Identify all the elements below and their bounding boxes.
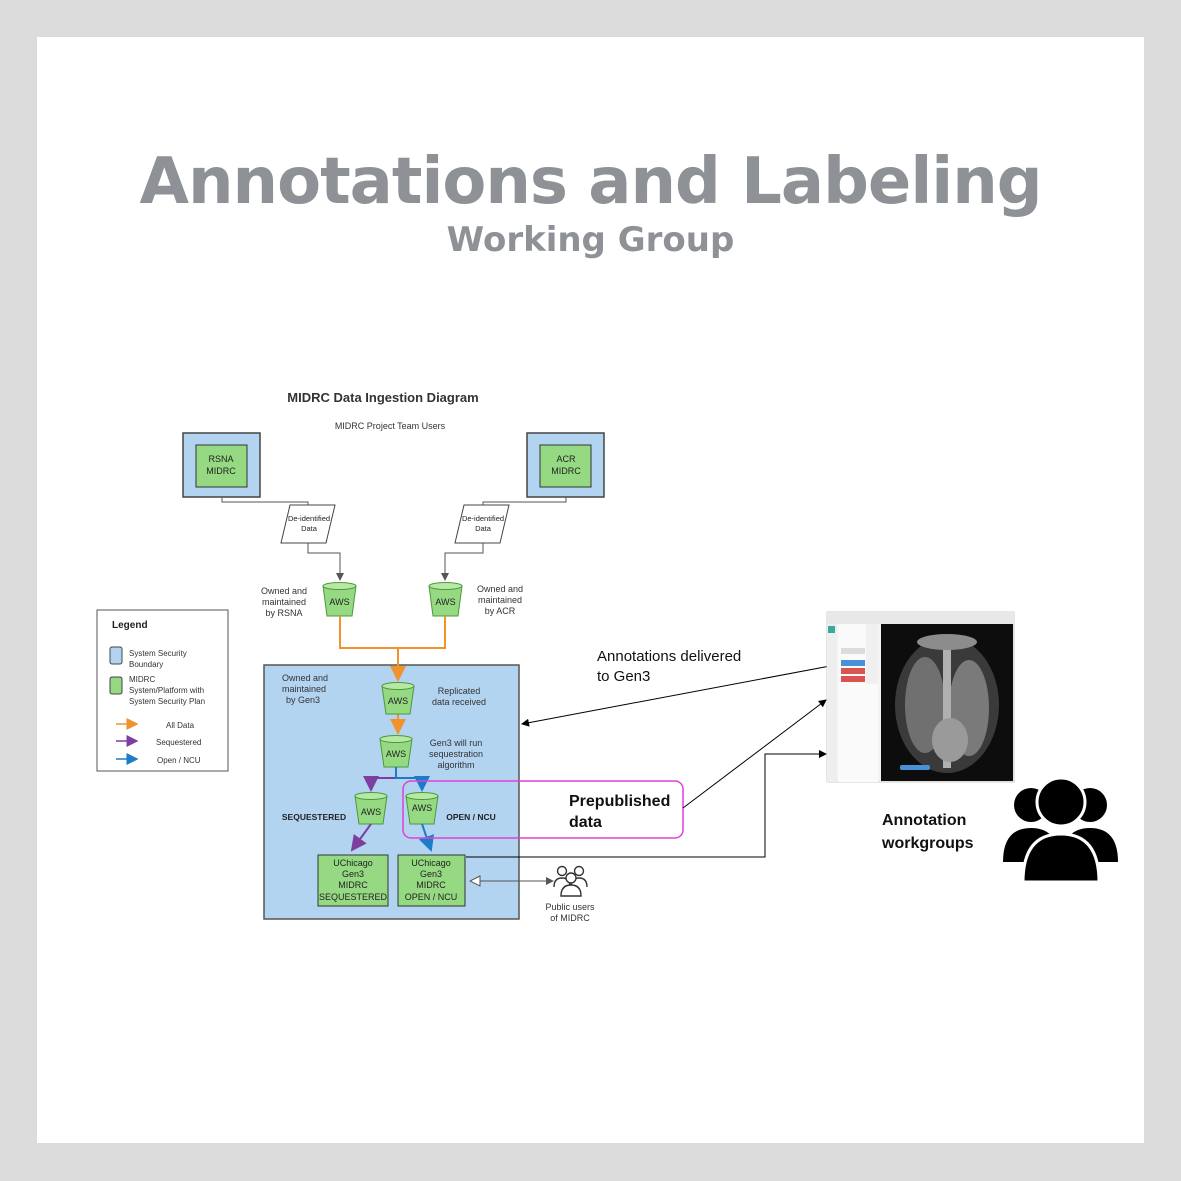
annotation-tool-screenshot — [826, 611, 1015, 783]
svg-text:OPEN / NCU: OPEN / NCU — [405, 892, 458, 902]
svg-text:workgroups: workgroups — [881, 835, 974, 852]
owned-by-gen3-label: Owned and maintained by Gen3 — [282, 673, 328, 705]
svg-text:Owned and: Owned and — [477, 584, 523, 594]
svg-text:AWS: AWS — [388, 696, 408, 706]
svg-text:AWS: AWS — [412, 803, 432, 813]
svg-text:Owned and: Owned and — [282, 673, 328, 683]
owned-by-rsna-label: Owned and maintained by RSNA — [261, 586, 307, 618]
aws-bucket-sequestered: AWS — [354, 792, 388, 825]
svg-text:De-identified: De-identified — [462, 514, 504, 523]
svg-text:System/Platform with: System/Platform with — [129, 686, 204, 695]
replicated-label: Replicated data received — [432, 686, 486, 707]
svg-text:UChicago: UChicago — [333, 858, 373, 868]
svg-text:MIDRC: MIDRC — [338, 880, 368, 890]
svg-text:Open / NCU: Open / NCU — [157, 756, 201, 765]
annotations-delivered-label: Annotations delivered to Gen3 — [597, 648, 741, 685]
open-ncu-label: OPEN / NCU — [446, 812, 496, 822]
svg-text:All Data: All Data — [166, 721, 195, 730]
svg-text:AWS: AWS — [329, 597, 349, 607]
sequestered-label: SEQUESTERED — [282, 812, 346, 822]
public-users-label: Public users of MIDRC — [545, 902, 595, 923]
uchicago-sequestered-box: UChicago Gen3 MIDRC SEQUESTERED — [317, 854, 389, 907]
svg-text:by ACR: by ACR — [485, 606, 516, 616]
prepublished-highlight — [402, 780, 684, 839]
aws-bucket-acr: AWS — [428, 582, 463, 617]
diagram-title: MIDRC Data Ingestion Diagram — [287, 390, 478, 405]
acr-system: ACR MIDRC — [526, 432, 605, 498]
uchicago-open-box: UChicago Gen3 MIDRC OPEN / NCU — [397, 854, 466, 907]
users-label: MIDRC Project Team Users — [335, 421, 446, 431]
prepublished-label: Prepublished data — [569, 793, 670, 831]
svg-text:MIDRC: MIDRC — [416, 880, 446, 890]
svg-text:Annotation: Annotation — [882, 812, 966, 829]
page-title: Annotations and Labeling — [139, 145, 1042, 219]
svg-text:SEQUESTERED: SEQUESTERED — [319, 892, 388, 902]
svg-text:data: data — [569, 814, 602, 831]
svg-text:Gen3 will run: Gen3 will run — [430, 738, 483, 748]
annotation-workgroups-label: Annotation workgroups — [881, 812, 974, 852]
aws-bucket-replicated: AWS — [381, 682, 415, 715]
svg-text:Prepublished: Prepublished — [569, 793, 670, 810]
svg-text:Gen3: Gen3 — [342, 869, 364, 879]
svg-text:by RSNA: by RSNA — [265, 608, 302, 618]
svg-text:UChicago: UChicago — [411, 858, 451, 868]
svg-text:Annotations delivered: Annotations delivered — [597, 648, 741, 665]
aws-bucket-open: AWS — [405, 792, 439, 825]
svg-text:Owned and: Owned and — [261, 586, 307, 596]
svg-text:maintained: maintained — [282, 684, 326, 694]
svg-text:Public users: Public users — [545, 902, 595, 912]
svg-text:De-identified: De-identified — [288, 514, 330, 523]
acr-label-2: MIDRC — [551, 466, 581, 476]
svg-text:to Gen3: to Gen3 — [597, 668, 650, 685]
svg-text:Boundary: Boundary — [129, 660, 163, 669]
svg-text:MIDRC: MIDRC — [129, 675, 155, 684]
svg-text:AWS: AWS — [386, 749, 406, 759]
rsna-label-2: MIDRC — [206, 466, 236, 476]
svg-text:sequestration: sequestration — [429, 749, 483, 759]
owned-by-acr-label: Owned and maintained by ACR — [477, 584, 523, 616]
svg-text:Data: Data — [475, 524, 492, 533]
svg-text:of MIDRC: of MIDRC — [550, 913, 590, 923]
svg-text:by Gen3: by Gen3 — [286, 695, 320, 705]
people-group-icon — [1003, 776, 1118, 884]
svg-text:Sequestered: Sequestered — [156, 738, 201, 747]
svg-text:maintained: maintained — [478, 595, 522, 605]
legend: Legend System Security Boundary MIDRC Sy… — [96, 609, 229, 772]
svg-text:AWS: AWS — [361, 807, 381, 817]
svg-text:data received: data received — [432, 697, 486, 707]
svg-text:AWS: AWS — [435, 597, 455, 607]
svg-text:Gen3: Gen3 — [420, 869, 442, 879]
aws-bucket-sequestration: AWS — [379, 735, 413, 768]
legend-title: Legend — [112, 620, 148, 631]
acr-label: ACR — [556, 454, 576, 464]
deid-data-rsna: De-identified Data — [280, 504, 336, 544]
svg-text:System Security: System Security — [129, 649, 187, 658]
deid-data-acr: De-identified Data — [454, 504, 510, 544]
rsna-label: RSNA — [208, 454, 233, 464]
aws-bucket-rsna: AWS — [322, 582, 357, 617]
page-subtitle: Working Group — [446, 220, 735, 260]
svg-text:algorithm: algorithm — [437, 760, 474, 770]
public-users-icon — [553, 865, 588, 897]
sequestration-label: Gen3 will run sequestration algorithm — [429, 738, 483, 770]
rsna-system: RSNA MIDRC — [182, 432, 261, 498]
svg-text:Replicated: Replicated — [438, 686, 481, 696]
svg-text:Data: Data — [301, 524, 318, 533]
svg-text:maintained: maintained — [262, 597, 306, 607]
card-background — [37, 37, 1144, 1143]
svg-text:System Security Plan: System Security Plan — [129, 697, 205, 706]
